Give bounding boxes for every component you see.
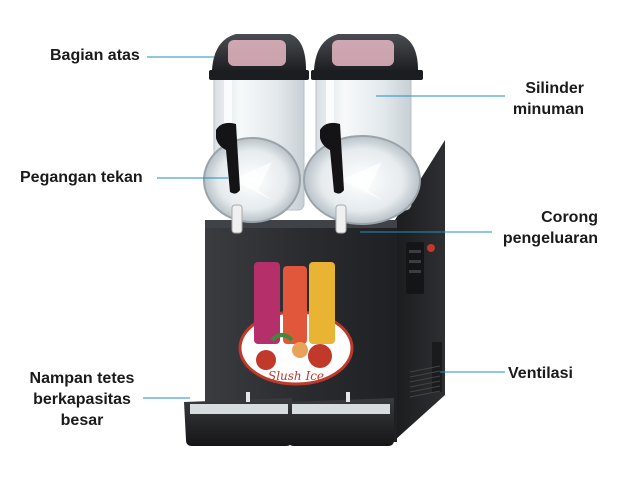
label-spout-line2: pengeluaran	[502, 230, 598, 247]
label-spout: Corong pengeluaran	[492, 207, 598, 249]
handle-left	[216, 122, 243, 234]
handle-right	[320, 122, 347, 234]
label-drip-tray-line3: besar	[60, 412, 104, 429]
lid-left	[209, 34, 309, 80]
lid-right	[311, 34, 423, 80]
label-spout-line1: Corong	[541, 209, 598, 226]
power-switch	[427, 244, 435, 252]
label-cylinder-line2: minuman	[512, 101, 584, 118]
label-cylinder-line1: Silinder	[525, 80, 584, 97]
logo-text: Slush Ice	[268, 369, 324, 383]
machine-side-panel	[395, 140, 445, 440]
label-handle: Pegangan tekan	[20, 169, 143, 186]
vent-slots	[409, 365, 441, 398]
label-drip-tray-line2: berkapasitas	[33, 391, 131, 408]
label-drip-tray-line1: Nampan tetes	[29, 370, 135, 387]
slush-logo: Slush Ice	[238, 262, 354, 386]
label-drip-tray: Nampan tetes berkapasitas besar	[22, 368, 142, 431]
callout-lines	[143, 56, 505, 399]
label-vent: Ventilasi	[508, 365, 573, 382]
label-cylinder: Silinder minuman	[508, 78, 584, 120]
control-panel	[406, 242, 424, 294]
drip-tray-left	[184, 392, 292, 446]
drip-tray-right	[288, 392, 394, 446]
bowl-right	[303, 135, 421, 225]
bowl-left	[203, 137, 301, 223]
spout-right	[335, 204, 347, 234]
spout-left	[231, 204, 243, 234]
label-top-part: Bagian atas	[50, 47, 140, 64]
